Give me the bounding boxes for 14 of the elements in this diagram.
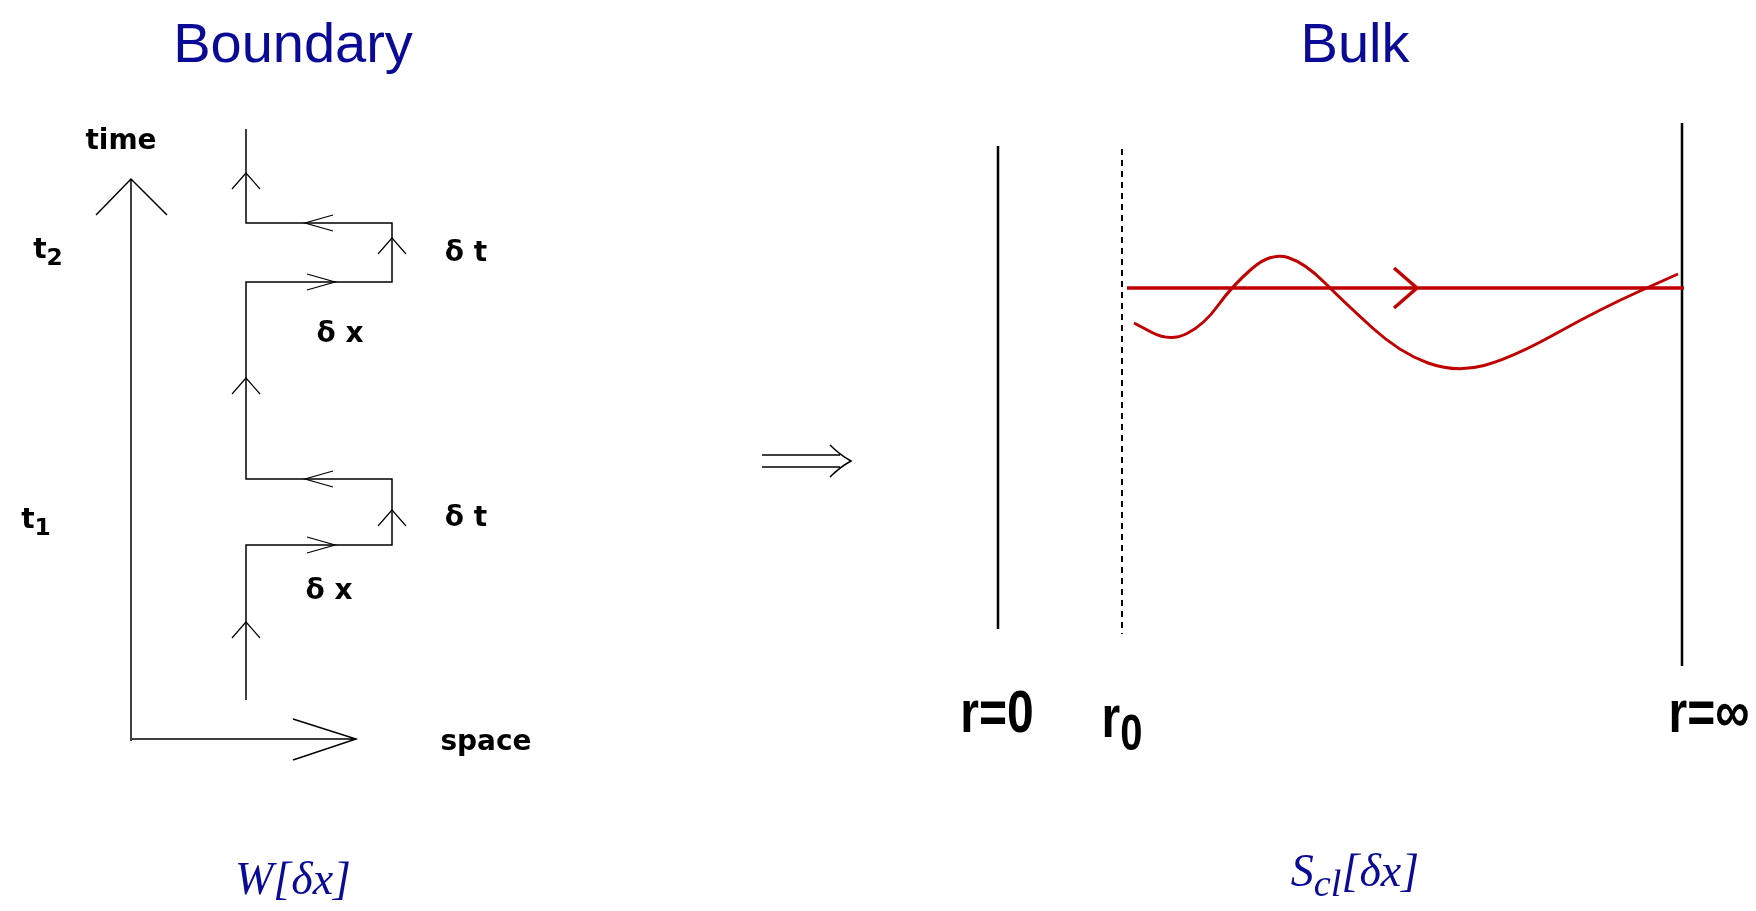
- axis-label: space: [440, 727, 532, 755]
- formula-caption: W[δx]: [235, 856, 351, 902]
- axis-label: time: [85, 126, 157, 154]
- time-label: t$_{1}$: [21, 505, 51, 539]
- step-label: δ x: [305, 576, 353, 604]
- formula-caption: S$_{cl}$[δx]: [1290, 847, 1420, 903]
- radius-label: r$_{0}$: [1101, 686, 1143, 758]
- radius-label: r=∞: [1668, 682, 1750, 742]
- step-label: δ t: [444, 238, 488, 266]
- step-label: δ x: [316, 319, 364, 347]
- time-label: t$_{2}$: [33, 235, 63, 269]
- radius-label: r=0: [960, 682, 1034, 742]
- step-label: δ t: [444, 503, 488, 531]
- panel-heading: Bulk: [1300, 15, 1410, 71]
